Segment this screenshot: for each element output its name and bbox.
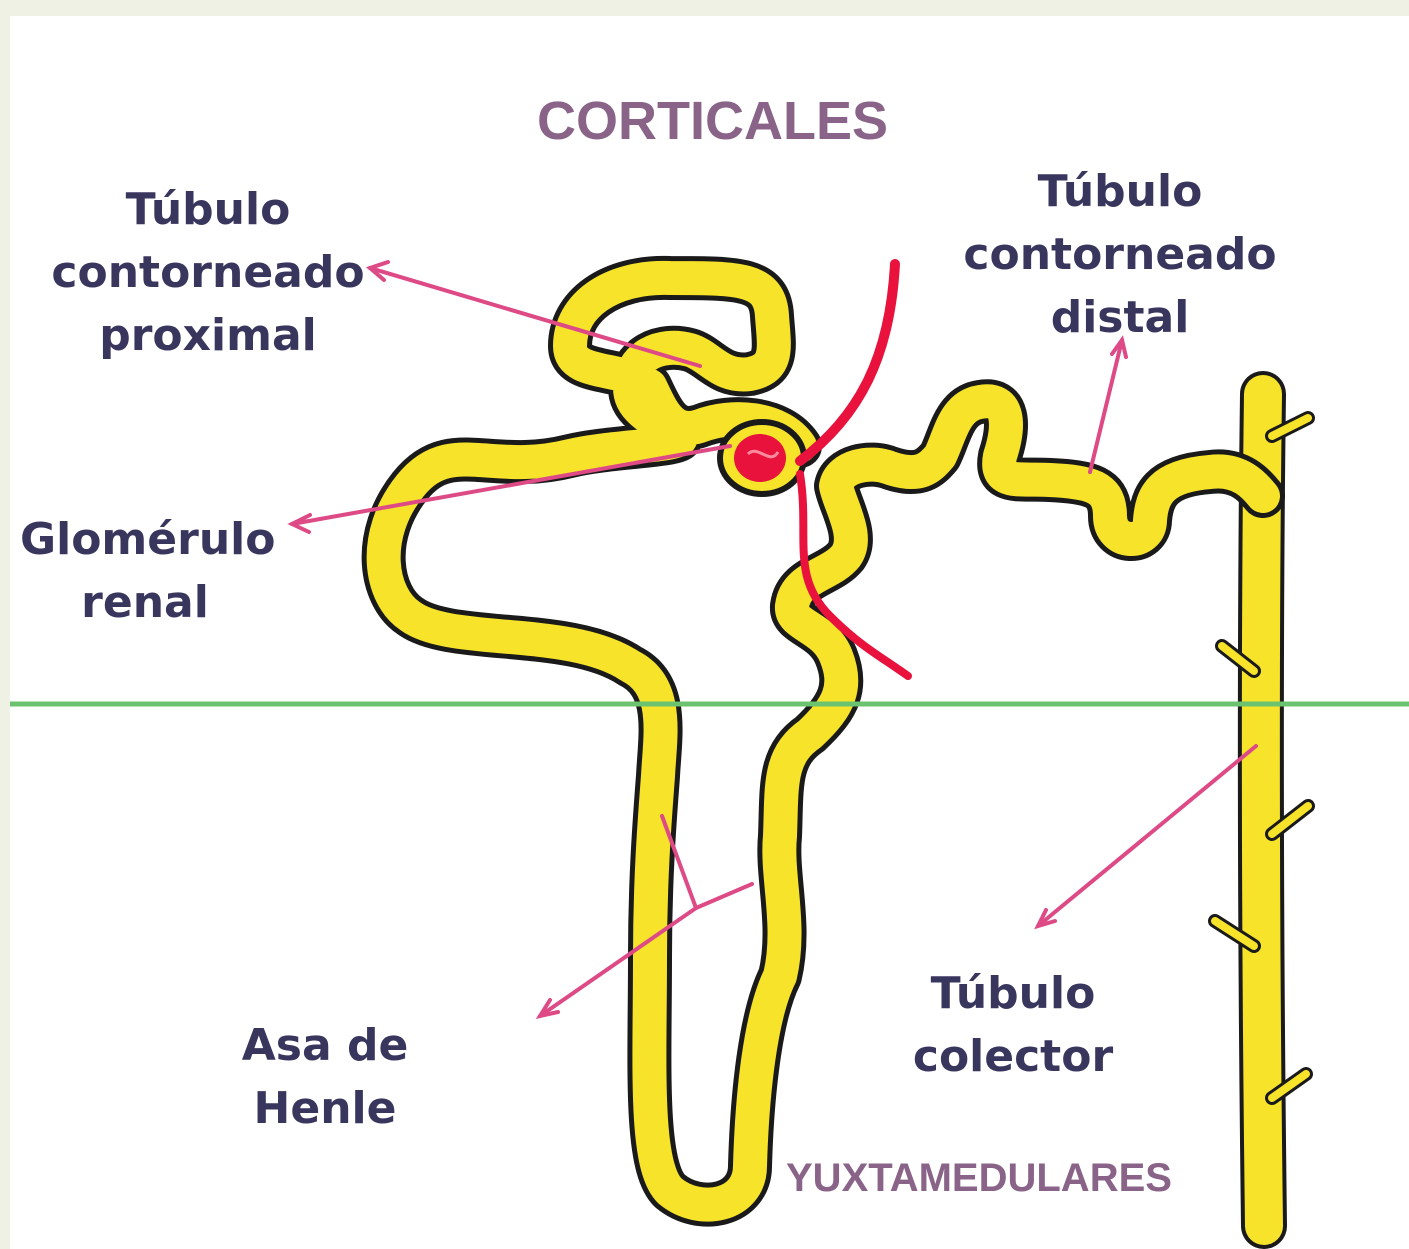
label-distal-line3: distal [1050, 292, 1190, 343]
label-distal-line2: contorneado [963, 229, 1277, 280]
arrow-colector [1034, 744, 1258, 930]
label-proximal-line2: contorneado [51, 247, 365, 298]
arrow-henle [535, 814, 754, 1019]
nephron-diagram [10, 255, 1409, 1249]
label-glomerulo-line1: Glomérulo [20, 514, 276, 565]
label-glomerulo-line2: renal [81, 577, 209, 628]
zone-title-corticales: CORTICALES [537, 91, 888, 151]
glomerulus [717, 419, 807, 497]
label-henle: Asa de Henle [225, 1014, 425, 1140]
label-distal-line1: Túbulo [1037, 166, 1203, 217]
label-colector: Túbulo colector [908, 962, 1118, 1088]
label-glomerulo: Glomérulo renal [20, 508, 276, 634]
diagram-panel: CORTICALES YUXTAMEDULARES Túbulo contorn… [10, 16, 1409, 1249]
label-colector-line2: colector [912, 1031, 1114, 1082]
label-proximal-line3: proximal [99, 310, 317, 361]
blood-vessels [795, 259, 912, 680]
arrow-glomerulo [287, 444, 732, 534]
label-proximal: Túbulo contorneado proximal [38, 178, 378, 367]
arrow-distal [1088, 335, 1128, 474]
pointer-arrows [287, 260, 1258, 1019]
label-henle-line2: Henle [253, 1083, 397, 1134]
arrow-proximal [366, 260, 702, 368]
renal-tubule [361, 255, 1285, 1227]
collecting-duct [1208, 371, 1315, 1249]
zone-title-yuxtamedulares: YUXTAMEDULARES [786, 1156, 1172, 1200]
label-proximal-line1: Túbulo [125, 184, 291, 235]
label-colector-line1: Túbulo [930, 968, 1096, 1019]
label-distal: Túbulo contorneado distal [960, 160, 1280, 349]
label-henle-line1: Asa de [241, 1020, 409, 1071]
